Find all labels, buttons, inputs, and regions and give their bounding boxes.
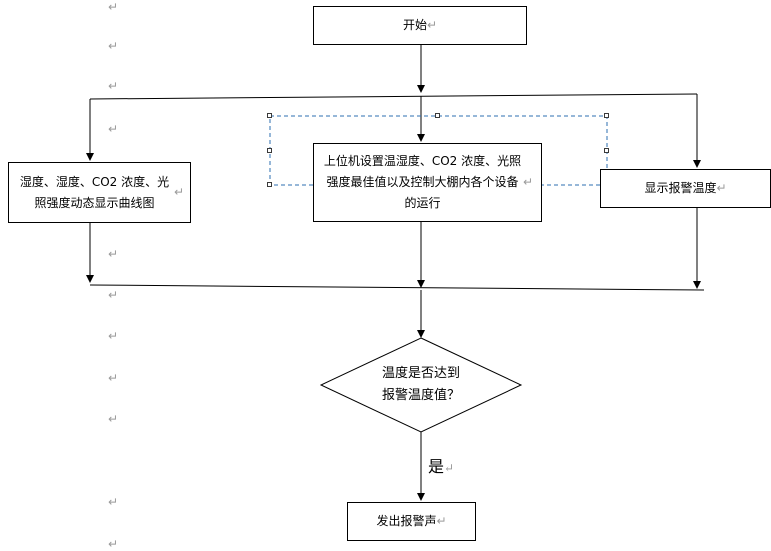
right-process-node: 显示报警温度↵: [600, 169, 771, 208]
paragraph-mark: ↵: [108, 288, 119, 302]
alarm-label: 发出报警声: [376, 514, 437, 528]
center-process-label: 上位机设置温湿度、CO2 浓度、光照强度最佳值以及控制大棚内各个设备的运行: [323, 154, 522, 210]
paragraph-mark: ↵: [108, 537, 119, 551]
paragraph-mark: ↵: [108, 371, 119, 385]
decision-text: 温度是否达到 报警温度值？: [356, 363, 486, 407]
paragraph-mark: ↵: [108, 39, 119, 53]
return-mark: ↵: [173, 185, 184, 199]
alarm-node: 发出报警声↵: [347, 502, 476, 541]
return-mark: ↵: [426, 18, 438, 32]
paragraph-mark: ↵: [108, 247, 119, 261]
selection-handle[interactable]: [604, 148, 609, 153]
start-node: 开始↵: [313, 6, 527, 45]
merge-line: [89, 284, 705, 291]
paragraph-mark: ↵: [108, 329, 119, 343]
selection-handle[interactable]: [267, 182, 272, 187]
paragraph-mark: ↵: [108, 0, 119, 14]
paragraph-mark: ↵: [108, 412, 119, 426]
decision-line-1: 温度是否达到: [381, 366, 460, 381]
return-mark: ↵: [436, 514, 447, 528]
return-mark: ↵: [716, 181, 727, 195]
decision-line-2: 报警温度值？: [381, 388, 460, 403]
left-process-node: 湿度、湿度、CO2 浓度、光照强度动态显示曲线图↵: [8, 162, 191, 223]
return-mark: ↵: [522, 175, 533, 189]
return-mark: ↵: [444, 461, 455, 475]
start-label: 开始: [402, 18, 427, 32]
center-process-node: 上位机设置温湿度、CO2 浓度、光照强度最佳值以及控制大棚内各个设备的运行↵: [313, 143, 542, 222]
paragraph-mark: ↵: [108, 122, 119, 136]
selection-handle[interactable]: [435, 113, 440, 118]
selection-handle[interactable]: [604, 113, 609, 118]
left-process-label: 湿度、湿度、CO2 浓度、光照强度动态显示曲线图: [19, 174, 170, 210]
selection-handle[interactable]: [267, 113, 272, 118]
split-line: [89, 93, 698, 100]
paragraph-mark: ↵: [108, 495, 119, 509]
right-process-label: 显示报警温度: [644, 181, 717, 195]
yes-label: 是: [428, 457, 445, 476]
paragraph-mark: ↵: [108, 79, 119, 93]
selection-handle[interactable]: [267, 148, 272, 153]
yes-label-wrap: 是↵: [428, 453, 454, 477]
